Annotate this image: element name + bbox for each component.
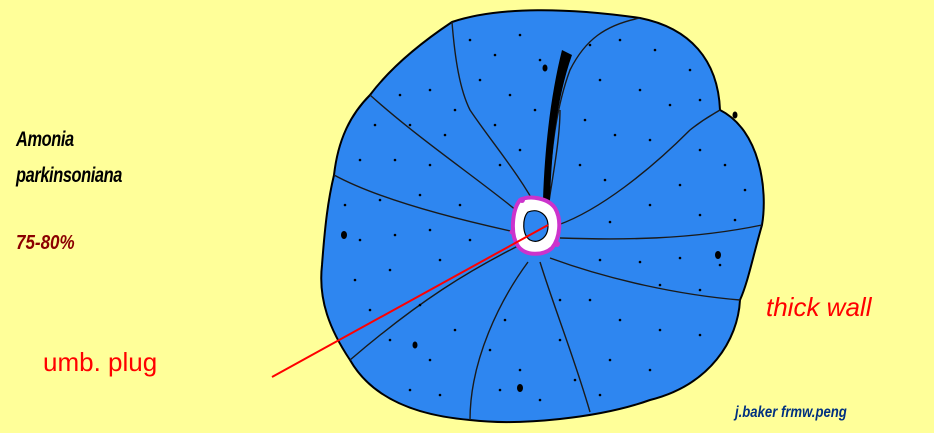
- umbilical-plug: [510, 197, 561, 254]
- thick-wall-label: thick wall: [766, 292, 871, 323]
- credit-label: j.baker frmw.peng: [735, 404, 847, 422]
- umb-plug-label: umb. plug: [43, 347, 157, 378]
